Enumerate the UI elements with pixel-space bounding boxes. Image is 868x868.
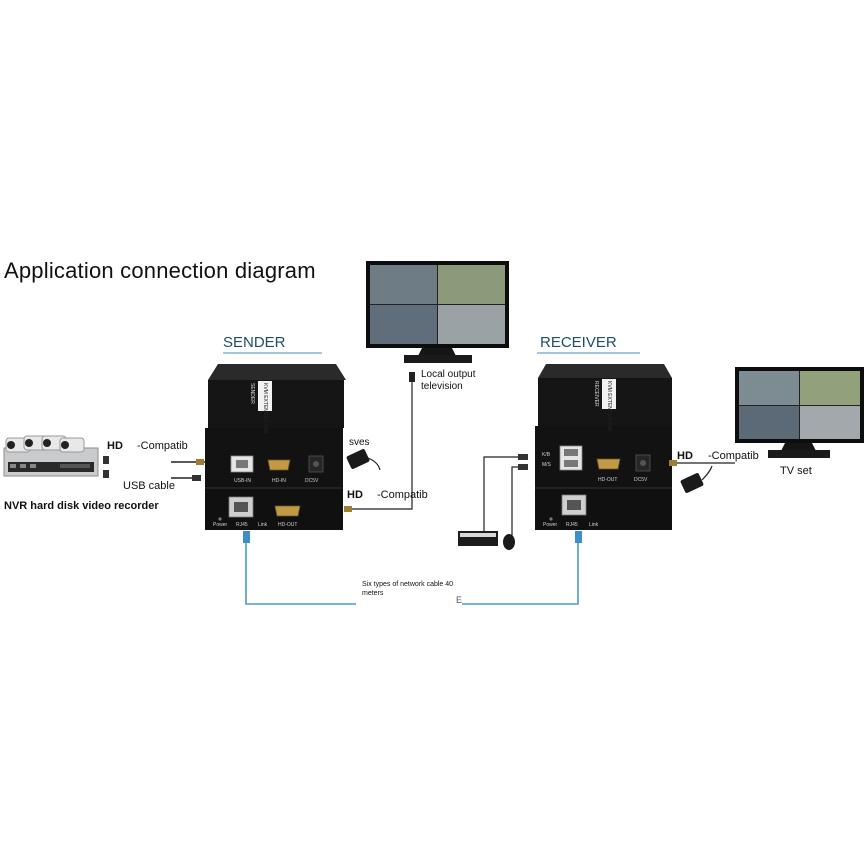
sender-port-hd-in: HD-IN bbox=[272, 478, 286, 484]
receiver-device: K/B M/S HD-OUT DC5V Power RJ45 Link bbox=[535, 364, 672, 530]
sender-port-dc5v: DC5V bbox=[305, 478, 319, 484]
mouse-cable bbox=[511, 466, 527, 536]
local-output-label: Local output television bbox=[421, 369, 476, 392]
sender-heading: SENDER bbox=[223, 334, 286, 351]
receiver-port-rj45: RJ45 bbox=[566, 522, 578, 528]
receiver-port-power: Power bbox=[543, 522, 558, 528]
nvr-recorder bbox=[3, 435, 99, 477]
cable-break-mark: E bbox=[456, 595, 463, 605]
nvr-label: NVR hard disk video recorder bbox=[4, 500, 159, 512]
network-cable-label: Six types of network cable 40 meters bbox=[362, 581, 454, 597]
sender-port-power: Power bbox=[213, 522, 228, 528]
tv-set-monitor bbox=[735, 367, 864, 458]
keyboard-device bbox=[458, 531, 498, 546]
receiver-power-adapter bbox=[680, 465, 713, 493]
tv-set-label: TV set bbox=[780, 465, 812, 477]
hd-label-mid: HD bbox=[347, 489, 363, 501]
hd-cable-local-output bbox=[345, 378, 413, 510]
receiver-port-ms: M/S bbox=[542, 462, 552, 468]
small-adapter-1 bbox=[103, 456, 109, 464]
page-title: Application connection diagram bbox=[4, 258, 316, 283]
sender-port-rj45: RJ45 bbox=[236, 522, 248, 528]
sender-box-badge: SENDER bbox=[249, 383, 255, 404]
keyboard-cable bbox=[483, 456, 527, 531]
mouse-device bbox=[503, 534, 515, 550]
compatib-label-mid: -Compatib bbox=[377, 489, 428, 501]
receiver-port-dc5v: DC5V bbox=[634, 477, 648, 483]
usb-cable-label: USB cable bbox=[123, 480, 175, 492]
compatib-label-left: -Compatib bbox=[137, 440, 188, 452]
sves-label: sves bbox=[349, 437, 370, 448]
sender-box-label: KVM EXTENDER 60M bbox=[262, 383, 268, 434]
receiver-heading: RECEIVER bbox=[540, 334, 617, 351]
receiver-port-hd-out: HD-OUT bbox=[598, 477, 617, 483]
network-cable-right bbox=[462, 537, 579, 605]
compatib-label-right: -Compatib bbox=[708, 450, 759, 462]
receiver-port-link: Link bbox=[589, 522, 599, 528]
sender-device: USB-IN HD-IN DC5V Power RJ45 Link HD-OUT bbox=[205, 364, 346, 530]
local-output-monitor bbox=[366, 261, 509, 363]
camera-4 bbox=[59, 437, 85, 453]
small-adapter-2 bbox=[103, 470, 109, 478]
receiver-port-kb: K/B bbox=[542, 452, 551, 458]
receiver-box-label: KVM EXTENDER 60M bbox=[606, 381, 612, 432]
sender-port-hd-out: HD-OUT bbox=[278, 522, 297, 528]
sender-power-adapter bbox=[346, 449, 381, 471]
sender-port-link: Link bbox=[258, 522, 268, 528]
network-cable-left bbox=[245, 537, 356, 605]
receiver-box-badge: RECEIVER bbox=[593, 381, 599, 407]
hd-label-left: HD bbox=[107, 440, 123, 452]
sender-port-usb-in: USB-IN bbox=[234, 478, 251, 484]
hd-label-right: HD bbox=[677, 450, 693, 462]
